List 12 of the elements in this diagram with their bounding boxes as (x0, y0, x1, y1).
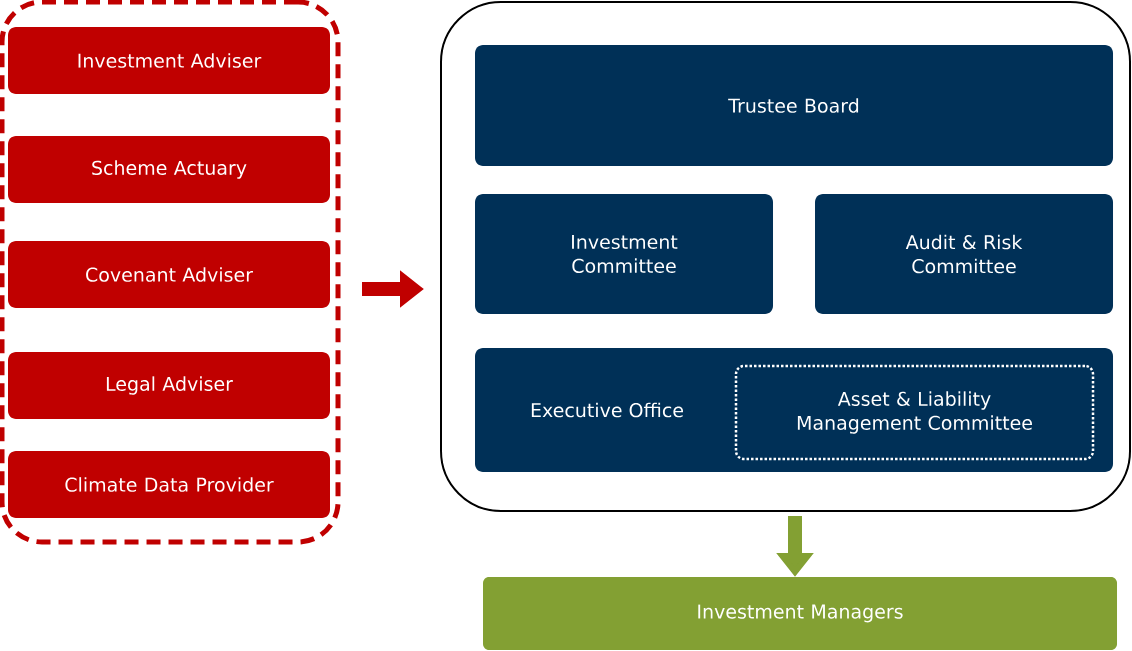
committee-box: Audit & Risk Committee (815, 194, 1113, 314)
adviser-box: Covenant Adviser (8, 241, 330, 308)
adviser-box: Climate Data Provider (8, 451, 330, 518)
committee-box: Investment Committee (475, 194, 773, 314)
manager-box: Investment Managers (483, 577, 1117, 650)
committee-box: Asset & Liability Management Committee (734, 364, 1095, 461)
adviser-group-box (0, 0, 341, 545)
committee-box: Trustee Board (475, 45, 1113, 166)
adviser-box: Investment Adviser (8, 27, 330, 94)
adviser-box: Legal Adviser (8, 352, 330, 419)
governance-group-box (440, 1, 1131, 512)
adviser-box: Scheme Actuary (8, 136, 330, 203)
